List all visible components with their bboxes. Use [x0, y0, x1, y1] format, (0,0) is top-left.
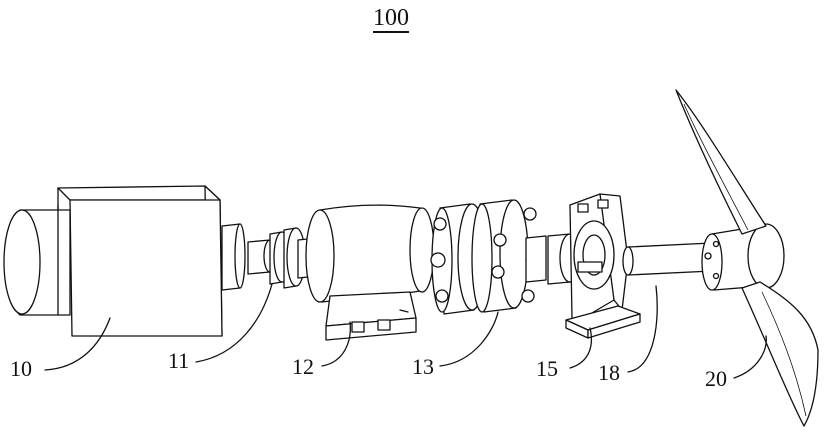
label-20: 20 — [705, 368, 727, 390]
label-11: 11 — [168, 350, 189, 372]
part-10-motor — [4, 186, 245, 336]
label-10: 10 — [10, 358, 32, 380]
label-18: 18 — [598, 362, 620, 384]
figure-title: 100 — [373, 6, 409, 33]
part-18-shaft — [623, 243, 712, 275]
part-12-gearbox — [306, 205, 434, 340]
label-13: 13 — [412, 356, 434, 378]
label-12: 12 — [292, 356, 314, 378]
part-13-flange — [431, 200, 546, 314]
label-15: 15 — [536, 358, 558, 380]
